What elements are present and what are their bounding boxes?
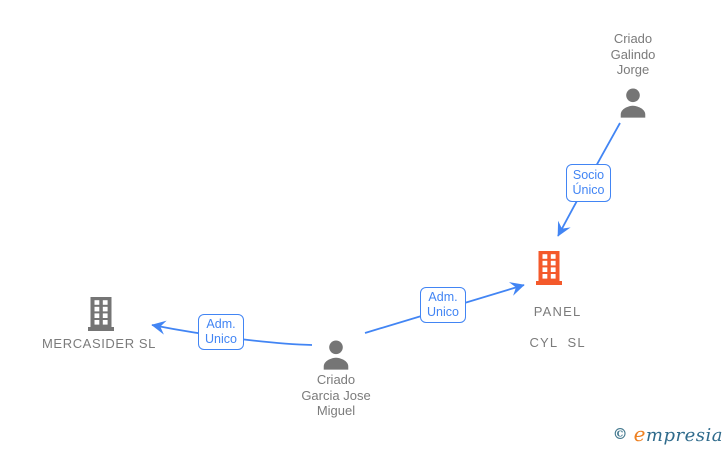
brand-rest: mpresia xyxy=(645,425,723,446)
empresia-logo[interactable]: © empresia xyxy=(613,422,723,446)
copyright-icon: © xyxy=(612,425,628,443)
node-label-company-right[interactable]: PANEL CYL SL xyxy=(496,288,600,366)
edge-label-line: Unico xyxy=(427,305,459,319)
edge-label-line: Unico xyxy=(205,332,237,346)
brand-first-letter: e xyxy=(633,422,646,446)
edge-label-line: Socio xyxy=(572,167,605,182)
node-label-line: PANEL xyxy=(533,303,582,319)
node-label-line: Galindo xyxy=(610,46,656,62)
edge-label-line: Adm. xyxy=(428,289,458,304)
node-label-line: Miguel xyxy=(316,403,356,418)
node-label-line: Criado xyxy=(316,372,356,387)
building-icon[interactable] xyxy=(88,297,114,331)
node-label-line: Criado xyxy=(613,31,653,46)
edge-label-adm-unico-right: Adm. Unico xyxy=(420,287,466,323)
edge-label-line: Único xyxy=(572,183,605,197)
building-icon-highlighted[interactable] xyxy=(536,251,562,285)
node-label-line: Jorge xyxy=(616,62,650,77)
edge-label-adm-unico-left: Adm. Unico xyxy=(198,314,244,350)
edge-label-socio-unico: Socio Único xyxy=(566,164,611,202)
node-label-line: CYL SL xyxy=(529,334,586,350)
edge-label-line: Adm. xyxy=(206,316,236,331)
person-icon[interactable] xyxy=(320,340,352,370)
node-label-company-left[interactable]: MERCASIDER SL xyxy=(42,336,156,351)
node-label-line: Garcia Jose xyxy=(301,387,371,403)
node-label-person-center[interactable]: Criado Garcia Jose Miguel xyxy=(276,372,396,419)
person-icon[interactable] xyxy=(617,88,649,118)
node-label-person-top[interactable]: Criado Galindo Jorge xyxy=(573,31,693,78)
brand-name: empresia xyxy=(634,422,723,446)
